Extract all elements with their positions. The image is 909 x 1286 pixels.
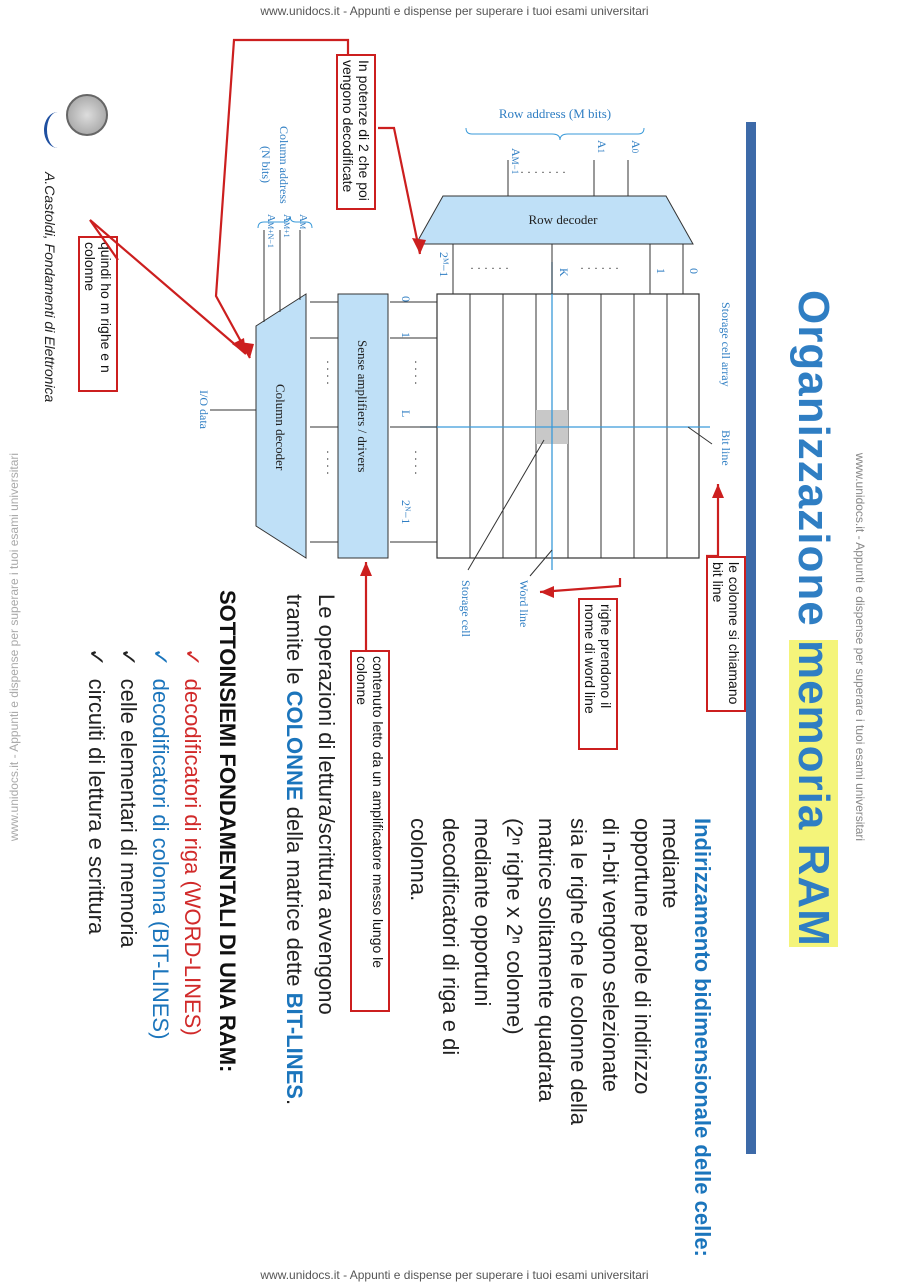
column-address-bits: (N bits)	[259, 146, 273, 183]
university-seal-logo	[66, 94, 108, 136]
array-sense-arrows	[310, 301, 437, 543]
row-addr-a0: A0	[629, 140, 643, 154]
column-decoder	[255, 293, 307, 559]
column-address-brace	[257, 215, 313, 229]
array-grid-lines	[469, 294, 668, 558]
sense-amplifiers	[337, 293, 389, 559]
row-label-last: 2ᴹ−1	[437, 252, 451, 277]
col-addr-am1: AM+1	[281, 214, 293, 238]
row-addr-a1: A1	[595, 140, 609, 153]
row-address-dots: · · · · · · ·	[520, 165, 566, 179]
col-dots-b: · · · ·	[409, 450, 423, 475]
bit-line-label: Bit line	[719, 430, 733, 466]
column-decoder-label: Column decoder	[273, 384, 288, 471]
column-address-arrows	[263, 230, 301, 322]
title-divider	[746, 122, 756, 1154]
sense-amplifiers-label: Sense amplifiers / drivers	[355, 340, 370, 473]
annotation-arrows	[89, 38, 720, 650]
col-dots-a: · · · ·	[409, 360, 423, 385]
col-dots-d: · · · ·	[321, 450, 335, 475]
row-address-arrows	[507, 160, 629, 196]
row-label-0: 0	[687, 268, 701, 274]
word-line-pointer	[529, 549, 553, 577]
row-addr-a-m1: AM−1	[509, 148, 523, 174]
row-decoder	[415, 195, 694, 245]
io-data-label: I/O data	[197, 390, 211, 430]
annotation-arrowheads	[232, 238, 724, 598]
col-label-0: 0	[399, 296, 413, 302]
column-address-label: Column address	[277, 126, 291, 204]
row-address-brace	[465, 127, 645, 141]
row-output-dots-b: · · · · · ·	[580, 261, 619, 275]
row-address-label: Row address (M bits)	[499, 106, 611, 121]
bit-line-pointer	[687, 426, 713, 445]
storage-cell-pointer	[467, 439, 545, 571]
storage-cell-array-label: Storage cell array	[719, 302, 733, 387]
row-label-1: 1	[654, 268, 668, 274]
row-output-dots-a: · · · · · ·	[470, 261, 509, 275]
row-label-k: K	[557, 268, 571, 277]
watermark-bottom: www.unidocs.it - Appunti e dispense per …	[260, 1268, 649, 1282]
col-label-1: 1	[399, 332, 413, 338]
row-decoder-outputs	[452, 244, 684, 294]
storage-cell-label: Storage cell	[459, 580, 473, 638]
row-decoder-label: Row decoder	[529, 212, 599, 227]
col-label-l: L	[399, 410, 413, 417]
infn-logo	[44, 112, 71, 148]
col-dots-c: · · · ·	[321, 360, 335, 385]
word-line-label: Word line	[517, 580, 531, 627]
col-addr-amn: AM+N−1	[265, 214, 277, 248]
col-label-last: 2ᴺ−1	[399, 500, 413, 524]
watermark-top: www.unidocs.it - Appunti e dispense per …	[260, 4, 649, 18]
col-addr-am: AM	[297, 214, 309, 229]
